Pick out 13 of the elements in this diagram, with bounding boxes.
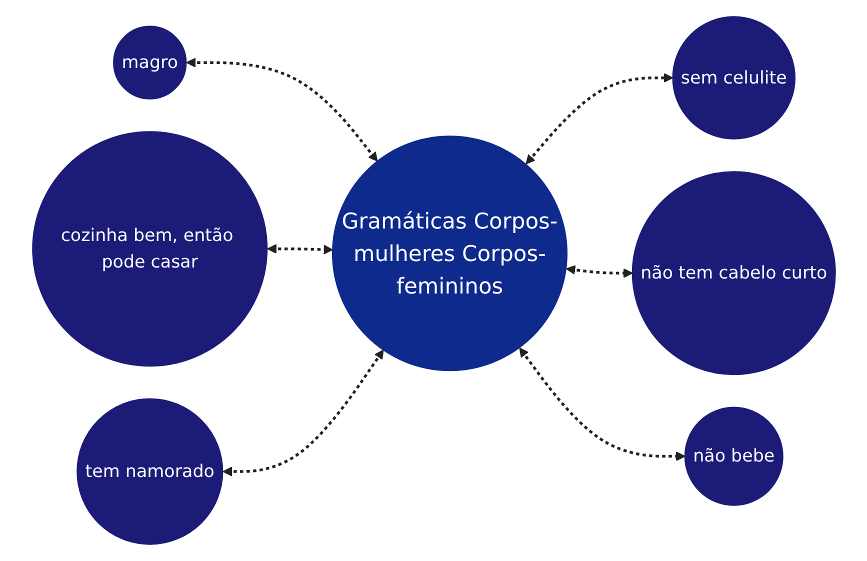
node-circle: cozinha bem, então pode casar	[32, 131, 268, 367]
arrow	[222, 350, 384, 476]
arrow	[525, 73, 673, 164]
node-circle: não bebe	[684, 406, 783, 506]
arrow	[186, 58, 378, 162]
arrow	[518, 348, 685, 462]
node-circle: sem celulite	[672, 16, 796, 140]
node-circle: magro	[112, 26, 186, 100]
node-circle: não tem cabelo curto	[631, 171, 836, 376]
arrow	[565, 265, 632, 278]
node-circle: Gramáticas Corpos-mulheres Corpos-femininos	[331, 136, 568, 372]
arrow	[266, 244, 333, 254]
node-circle: tem namorado	[76, 398, 223, 545]
